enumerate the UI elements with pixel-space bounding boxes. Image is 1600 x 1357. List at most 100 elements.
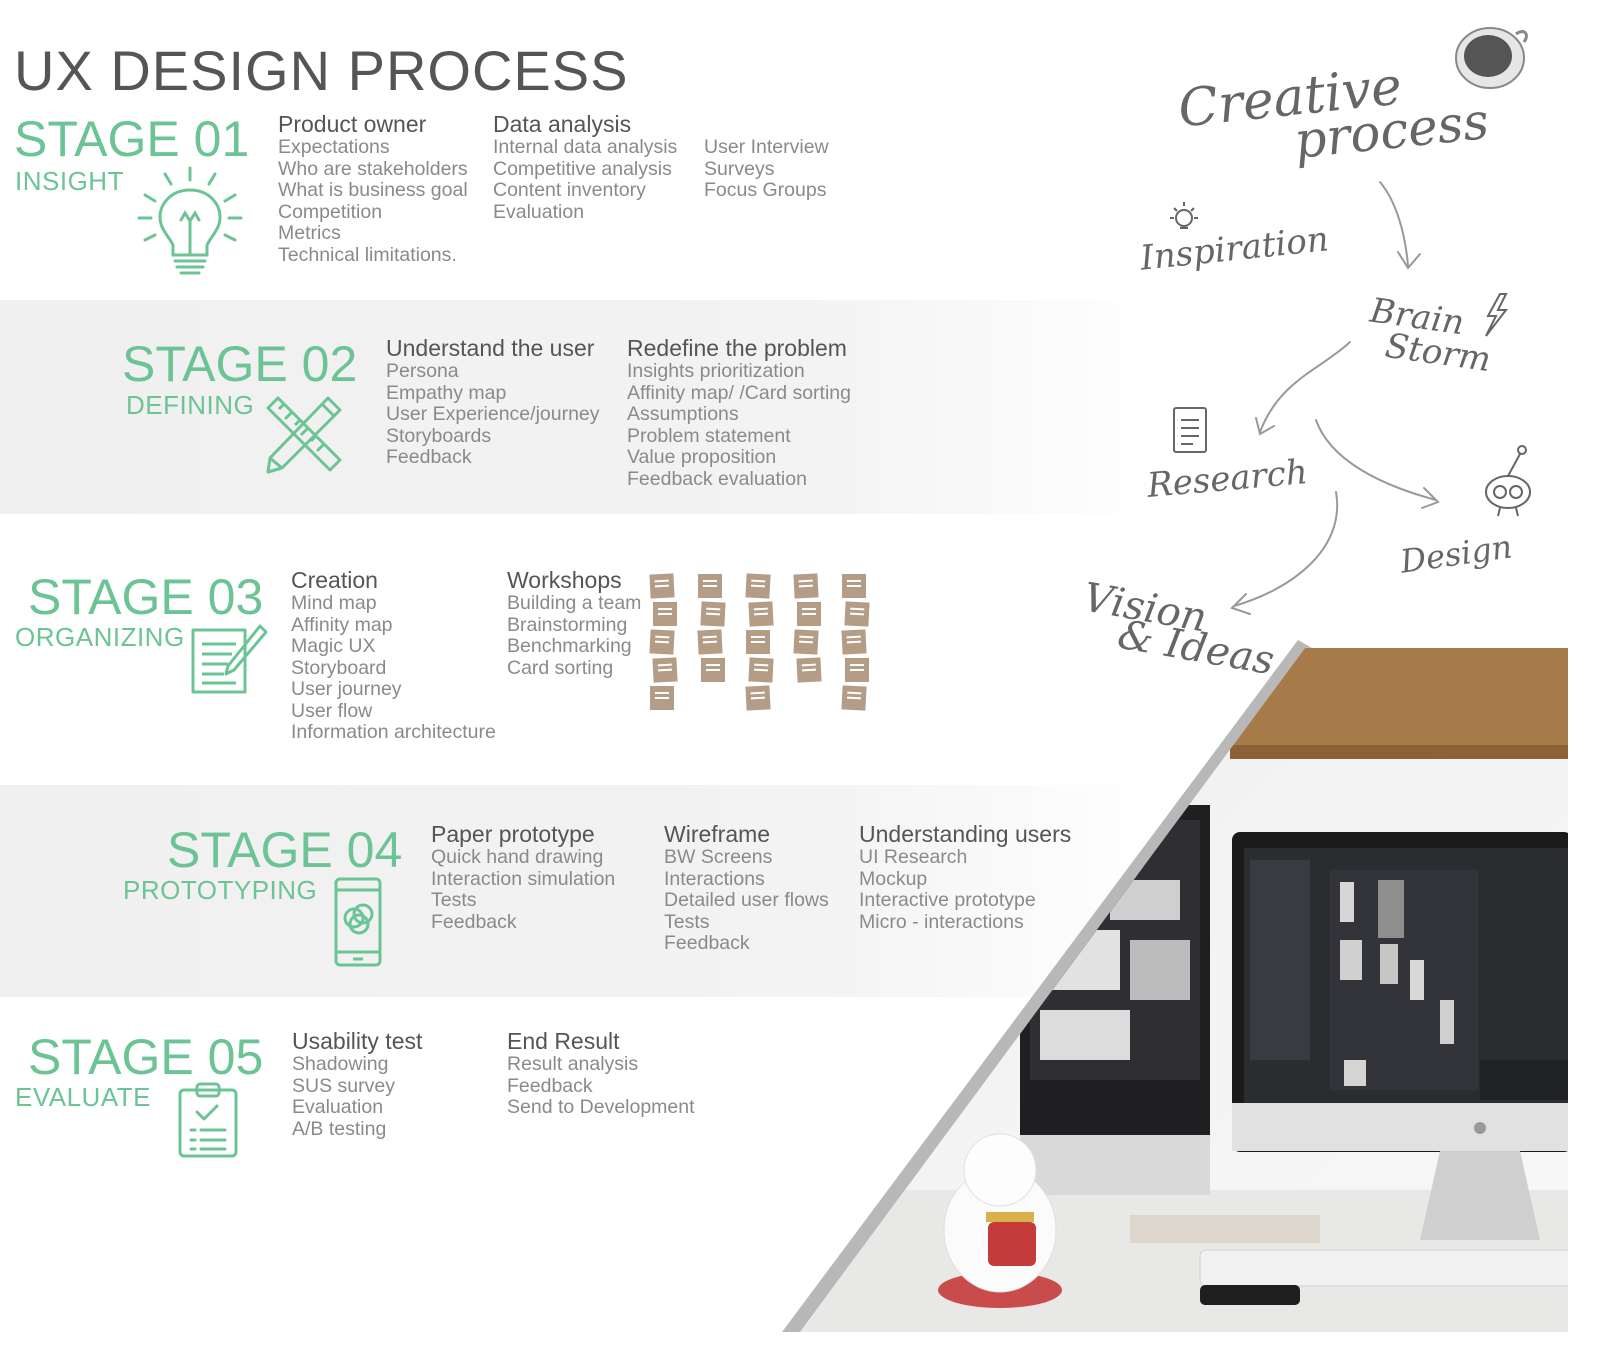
list-item: Interaction simulation xyxy=(431,867,616,890)
list-item: A/B testing xyxy=(292,1117,387,1140)
list-item: User Interview xyxy=(704,136,829,158)
stage-01-subtitle: INSIGHT xyxy=(15,166,124,196)
sticky-notes-board xyxy=(649,573,870,711)
sticky-note xyxy=(845,658,869,682)
list-item: Feedback evaluation xyxy=(627,467,807,490)
list-item: Empathy map xyxy=(386,381,507,404)
sticky-note xyxy=(700,601,726,627)
stage-03-column-workshops: Workshops Building a team Brainstorming … xyxy=(507,569,641,679)
list-item: Metrics xyxy=(278,222,341,244)
column-heading: Redefine the problem xyxy=(627,335,847,361)
list-item: Expectations xyxy=(278,136,390,158)
list-item: Information architecture xyxy=(291,721,496,743)
sticky-note xyxy=(746,630,770,654)
sticky-note xyxy=(745,573,771,599)
sticky-note xyxy=(748,657,774,683)
list-item: Storyboards xyxy=(386,424,492,447)
list-item: Focus Groups xyxy=(704,179,827,201)
list-item: Shadowing xyxy=(292,1053,389,1075)
robot-icon xyxy=(1485,445,1531,517)
list-item: Mockup xyxy=(859,867,928,890)
sticky-note xyxy=(797,602,821,626)
stage-05-title: STAGE 05 xyxy=(28,1029,264,1085)
column-heading: Paper prototype xyxy=(431,821,595,847)
sticky-note xyxy=(745,685,771,711)
stage-02-subtitle: DEFINING xyxy=(126,390,255,420)
list-item: Surveys xyxy=(704,157,775,180)
stage-01-column-data-analysis: Data analysis Internal data analysis Com… xyxy=(493,113,677,223)
list-item: Affinity map xyxy=(291,613,393,636)
list-item: Evaluation xyxy=(493,200,585,223)
column-heading: Understand the user xyxy=(386,335,595,361)
column-heading: Understanding users xyxy=(859,821,1072,847)
list-item: UI Research xyxy=(859,846,968,868)
list-item: Detailed user flows xyxy=(664,889,829,911)
stage-04-subtitle: PROTOTYPING xyxy=(123,875,318,905)
lightning-icon xyxy=(1485,293,1509,337)
document-pen-icon xyxy=(191,624,268,694)
photo-frame-edge xyxy=(782,640,1312,1332)
list-item: Content inventory xyxy=(493,179,646,201)
list-item: Feedback xyxy=(431,910,517,933)
document-icon xyxy=(1173,407,1207,453)
list-item: Feedback xyxy=(386,446,472,468)
stage-01-column-product-owner: Product owner Expectations Who are stake… xyxy=(278,113,468,266)
stage-04-band xyxy=(0,785,1160,997)
sticky-note xyxy=(841,685,867,711)
list-item: What is business goal xyxy=(278,179,468,201)
list-item: Who are stakeholders xyxy=(278,157,468,180)
stage-01-column-research-methods: User Interview Surveys Focus Groups xyxy=(704,136,829,202)
list-item: Magic UX xyxy=(291,635,376,657)
sticky-note xyxy=(653,602,677,626)
stage-01-title: STAGE 01 xyxy=(14,111,250,167)
list-item: Technical limitations. xyxy=(278,243,457,266)
list-item: Problem statement xyxy=(627,424,791,447)
sticky-note xyxy=(793,573,819,599)
sticky-note xyxy=(698,574,722,598)
sticky-note xyxy=(649,573,675,599)
stage-05-column-end-result: End Result Result analysis Feedback Send… xyxy=(507,1030,695,1119)
stage-02-column-redefine-problem: Redefine the problem Insights prioritiza… xyxy=(627,337,851,490)
idea-bulb-icon xyxy=(1170,202,1198,229)
smartphone-icon xyxy=(334,877,382,967)
stage-03-subtitle: ORGANIZING xyxy=(15,622,185,652)
stage-03-column-creation: Creation Mind map Affinity map Magic UX … xyxy=(291,569,496,744)
column-heading: End Result xyxy=(507,1028,620,1054)
list-item: User Experience/journey xyxy=(386,403,600,425)
list-item: Mind map xyxy=(291,592,377,614)
sticky-note xyxy=(793,629,819,655)
coffee-cup-icon xyxy=(1455,27,1528,89)
list-item: Insights prioritization xyxy=(627,360,805,382)
stage-04-title: STAGE 04 xyxy=(167,822,403,878)
page-title: UX DESIGN PROCESS xyxy=(14,39,629,102)
sketch-arrows xyxy=(1230,181,1440,615)
list-item: Interactive prototype xyxy=(859,889,1036,911)
sticky-note xyxy=(796,657,822,683)
sticky-note xyxy=(841,629,867,655)
sticky-note xyxy=(844,601,870,627)
column-heading: Data analysis xyxy=(493,111,632,137)
list-item: Feedback xyxy=(507,1074,593,1097)
column-heading: Creation xyxy=(291,567,378,593)
list-item: Card sorting xyxy=(507,656,614,679)
list-item: Assumptions xyxy=(627,403,739,425)
list-item: Tests xyxy=(431,889,477,911)
list-item: Brainstorming xyxy=(507,613,628,636)
list-item: Interactions xyxy=(664,867,765,890)
list-item: Quick hand drawing xyxy=(431,846,604,868)
column-heading: Usability test xyxy=(292,1028,423,1054)
list-item: Storyboard xyxy=(291,656,387,679)
sticky-note xyxy=(697,629,723,655)
list-item: Tests xyxy=(664,910,710,933)
sticky-note xyxy=(842,574,866,598)
list-item: Competition xyxy=(278,200,383,223)
list-item: Result analysis xyxy=(507,1053,639,1075)
stage-04-column-wireframe: Wireframe BW Screens Interactions Detail… xyxy=(664,823,829,955)
stage-04-column-understanding-users: Understanding users UI Research Mockup I… xyxy=(859,823,1071,933)
list-item: Benchmarking xyxy=(507,635,632,657)
sticky-note xyxy=(701,658,725,682)
list-item: User flow xyxy=(291,699,373,722)
stage-02-column-understand-user: Understand the user Persona Empathy map … xyxy=(386,337,600,469)
stage-02-band xyxy=(0,300,1160,514)
